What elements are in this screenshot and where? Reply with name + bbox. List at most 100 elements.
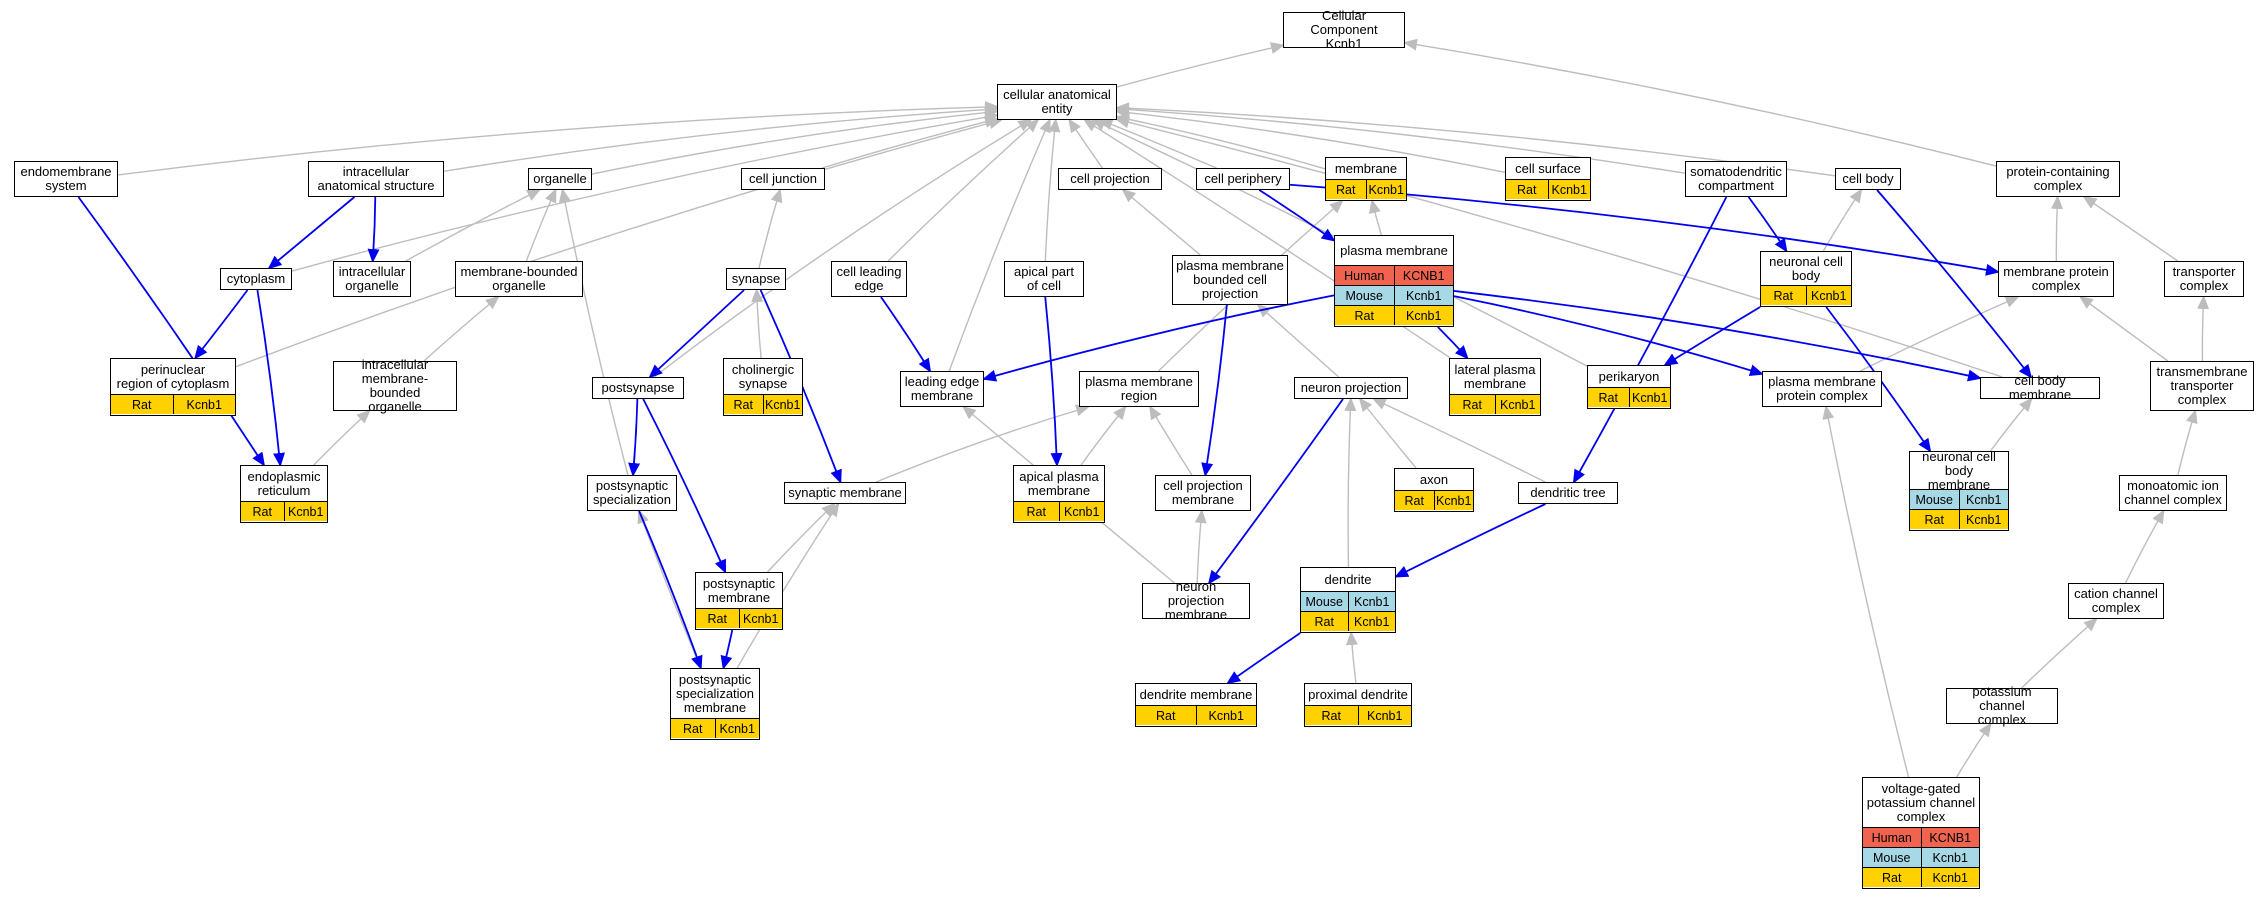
- node-pss: postsynaptic specialization: [587, 475, 677, 511]
- node-label: cell projection membrane: [1163, 477, 1243, 507]
- edge-syn-to-postsyn: [648, 289, 745, 379]
- edge-np-to-npm: [1207, 398, 1344, 585]
- gene-cell: Kcnb1: [1347, 592, 1396, 611]
- node-organelle: organelle: [528, 168, 592, 190]
- edge-imbo-to-mbo: [423, 295, 500, 362]
- species-cell: Rat: [1404, 493, 1424, 508]
- edge-mpc-to-pcc: [2051, 195, 2064, 262]
- node-micc: monoatomic ion channel complex: [2119, 475, 2227, 511]
- species-cell: Rat: [1321, 708, 1341, 723]
- species-cell: Rat: [733, 397, 753, 412]
- edge-vgpcc-to-pmpc: [1822, 405, 1910, 778]
- node-cae: cellular anatomical entity: [997, 84, 1117, 120]
- node-syn: synapse: [726, 268, 786, 290]
- node-cbm: cell body membrane: [1980, 373, 2100, 401]
- edge-tmtc-to-tc: [2197, 295, 2210, 362]
- species-cell: Rat: [1156, 708, 1176, 723]
- gene-cell: Kcnb1: [172, 395, 236, 414]
- edge-cper-to-pm: [1258, 189, 1336, 242]
- node-label: membrane protein complex: [2003, 263, 2109, 293]
- node-label: cell projection: [1070, 170, 1150, 186]
- gene-cell: Kcnb1: [762, 395, 803, 414]
- node-label: cellular anatomical entity: [1003, 86, 1111, 116]
- gene-cell: KCNB1: [1393, 266, 1454, 285]
- species-cell: Mouse: [1305, 594, 1344, 609]
- node-ias: intracellular anatomical structure: [308, 161, 444, 197]
- gene-cell: Kcnb1: [1958, 510, 2009, 529]
- node-ccc: cation channel complex: [2068, 583, 2164, 619]
- species-cell: Rat: [1462, 397, 1482, 412]
- edge-axon-to-np: [1358, 397, 1417, 469]
- node-cyto: cytoplasm: [220, 268, 292, 290]
- gene-cell: Kcnb1: [1920, 868, 1980, 887]
- species-cell: Rat: [1026, 504, 1046, 519]
- node-label: protein-containing complex: [2006, 163, 2110, 193]
- node-io: intracellular organelle: [333, 261, 411, 297]
- gene-cell: Kcnb1: [1958, 490, 2009, 509]
- edge-pm-to-lpm: [1437, 326, 1469, 360]
- node-label: cell junction: [749, 170, 817, 186]
- gene-cell: Kcnb1: [1393, 286, 1454, 305]
- node-npm: neuron projection membrane: [1142, 579, 1250, 621]
- gene-cell: Kcnb1: [1628, 388, 1671, 407]
- edge-sdc-to-ncb: [1747, 196, 1788, 253]
- species-cell: Mouse: [1345, 288, 1384, 303]
- node-label: cell body: [1842, 170, 1894, 186]
- node-label: plasma membrane bounded cell projection: [1176, 257, 1284, 301]
- gene-cell: Kcnb1: [1494, 395, 1541, 414]
- edge-csurf-to-cae: [1115, 106, 1506, 173]
- species-cell: Rat: [683, 721, 703, 736]
- node-mpc: membrane protein complex: [1998, 261, 2114, 297]
- species-cell: Rat: [1882, 870, 1902, 885]
- node-label: postsynaptic membrane: [702, 575, 776, 605]
- gene-row-rat: Rat Kcnb1: [111, 394, 235, 414]
- edge-perinuc-to-cae: [235, 117, 1004, 368]
- node-label: membrane: [1334, 160, 1398, 176]
- edge-lem-to-cae: [948, 118, 1051, 372]
- node-label: monoatomic ion channel complex: [2124, 477, 2222, 507]
- node-cper: cell periphery: [1196, 168, 1290, 190]
- node-label: intracellular anatomical structure: [317, 163, 435, 193]
- species-cell: Rat: [252, 504, 272, 519]
- gene-cell: Kcnb1: [738, 609, 783, 628]
- node-label: endoplasmic reticulum: [247, 468, 321, 498]
- node-label: dendrite membrane: [1139, 686, 1253, 702]
- species-cell: Rat: [132, 397, 152, 412]
- node-label: Cellular Component Kcnb1: [1310, 7, 1378, 51]
- edge-cproj-to-cae: [1068, 118, 1104, 169]
- gene-cell: Kcnb1: [1195, 706, 1257, 725]
- node-label: cation channel complex: [2074, 585, 2158, 615]
- edge-tmtc-to-mpc: [2078, 295, 2169, 362]
- node-pcc: protein-containing complex: [1996, 161, 2120, 197]
- edge-cyto-to-cae: [291, 111, 999, 272]
- gene-cell: Kcnb1: [1393, 306, 1454, 325]
- edge-pss-to-organelle: [558, 188, 629, 476]
- edge-pm-to-memb: [1369, 199, 1383, 236]
- node-label: transporter complex: [2172, 263, 2236, 293]
- node-label: plasma membrane: [1340, 242, 1448, 258]
- node-label: apical plasma membrane: [1019, 468, 1099, 498]
- node-label: apical part of cell: [1014, 263, 1074, 293]
- edge-dend-to-dm: [1226, 632, 1301, 685]
- node-apc: apical part of cell: [1004, 261, 1084, 297]
- node-label: membrane-bounded organelle: [460, 263, 578, 293]
- edge-pcc-to-root: [1403, 38, 1997, 167]
- node-label: cholinergic synapse: [731, 361, 795, 391]
